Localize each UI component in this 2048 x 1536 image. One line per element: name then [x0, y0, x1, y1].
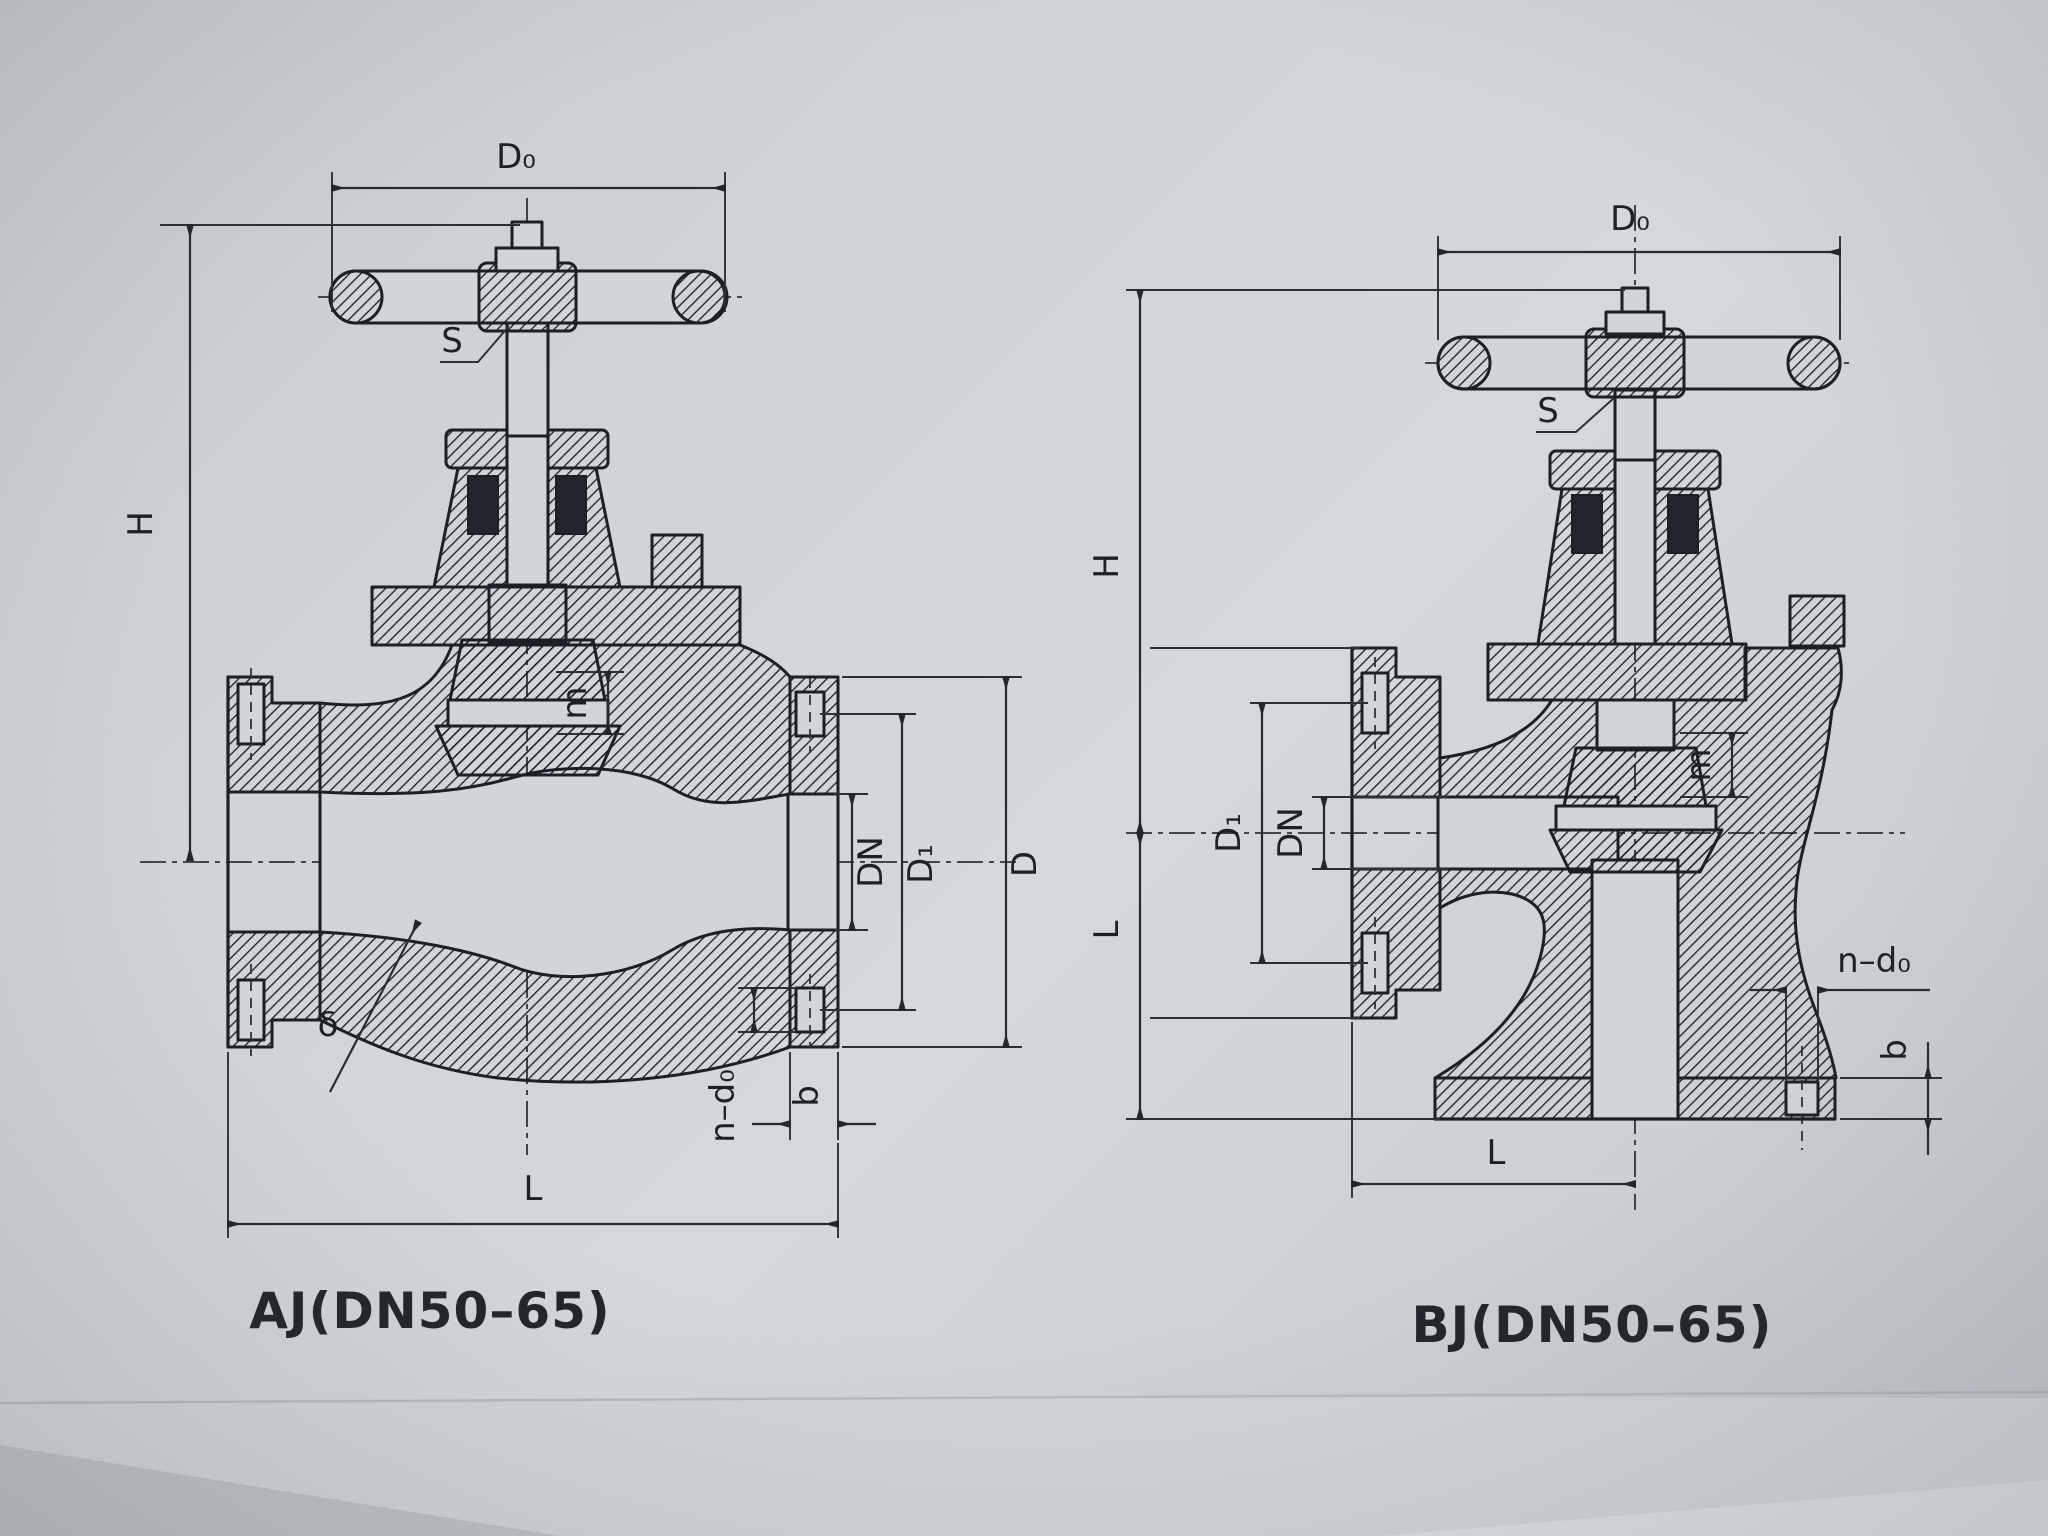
catalog-photo-page: δ	[0, 0, 2048, 1536]
photo-artifacts	[0, 0, 2048, 1536]
vignette	[0, 0, 2048, 1536]
valve-technical-drawing: δ	[0, 0, 2048, 1536]
